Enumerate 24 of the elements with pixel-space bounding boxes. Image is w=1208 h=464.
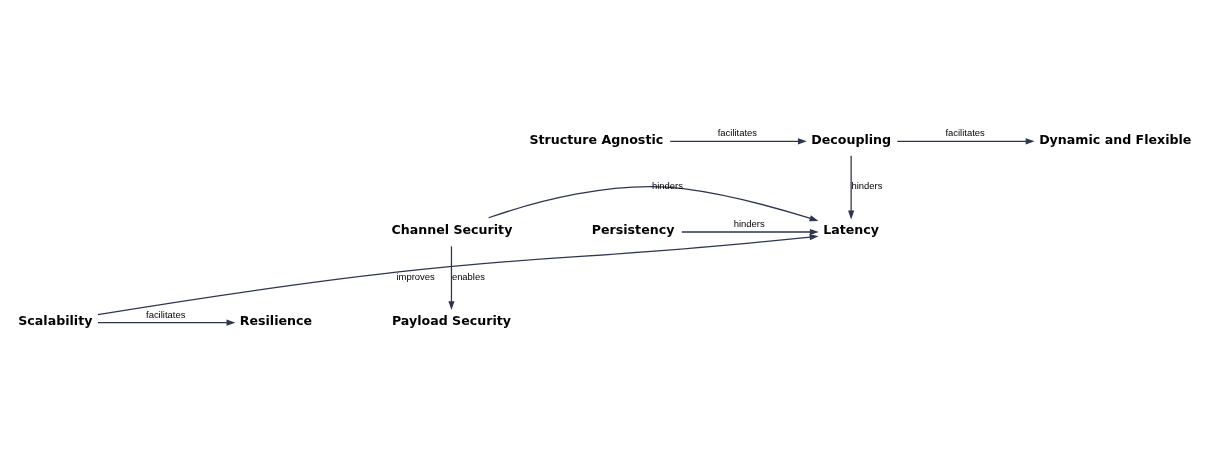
node-text: Persistency [591,222,675,238]
arrow [669,138,807,145]
arrow [487,186,819,222]
node-text: Channel Security [391,222,513,238]
arrow [681,228,819,236]
arrow [97,319,236,326]
node-text: Resilience [239,312,313,328]
edge-label: hinders [733,217,765,229]
edge-label: improves [396,270,435,282]
edge-label: enables [451,270,485,282]
edge-label: facilitates [146,308,186,320]
edge-label: hinders [851,180,883,192]
edge-label: facilitates [945,127,985,139]
arrow [896,138,1035,145]
arrow [848,155,855,220]
node-text: Latency [823,222,879,238]
node-text: Dynamic and Flexible [1039,131,1192,147]
edge-label: facilitates [717,127,758,139]
node-text: Structure Agnostic [529,131,664,147]
arrow [97,234,819,316]
node-text: Decoupling [811,131,892,147]
node-text: Scalability [18,312,93,328]
node-text: Payload Security [391,312,511,328]
arrow [448,245,455,311]
